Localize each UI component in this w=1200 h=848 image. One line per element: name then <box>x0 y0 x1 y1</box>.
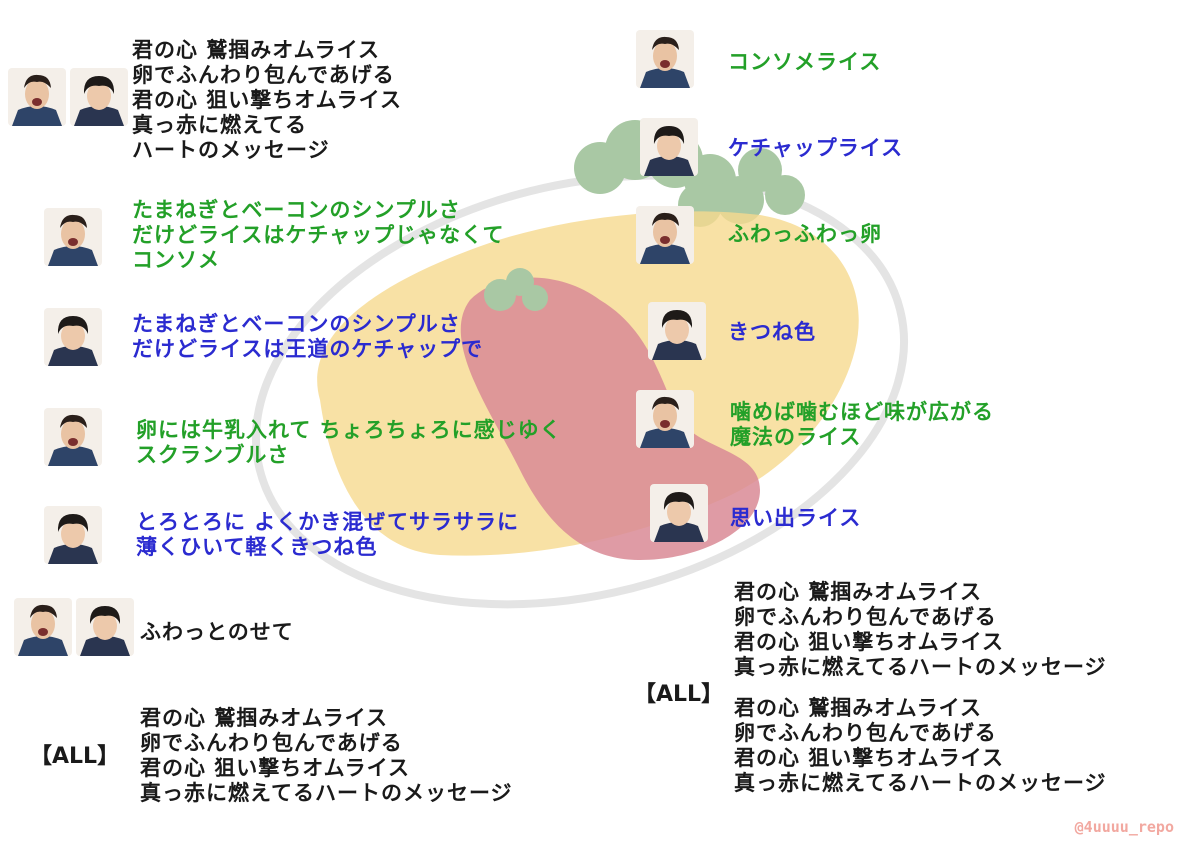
lyric-verse-4: 卵には牛乳入れて ちょろちょろに感じゆくスクランブルさ <box>136 418 562 467</box>
lyric-right-3: ふわっふわっ卵 <box>728 222 882 246</box>
lyric-chorus-right-1: 君の心 鷲掴みオムライス卵でふんわり包んであげる君の心 狙い撃ちオムライス真っ赤… <box>734 580 1107 679</box>
member-a-avatar <box>636 206 694 264</box>
lyric-verse-1: 君の心 鷲掴みオムライス卵でふんわり包んであげる君の心 狙い撃ちオムライス真っ赤… <box>132 38 402 162</box>
watermark: @4uuuu_repo <box>1074 818 1174 836</box>
member-b-avatar <box>650 484 708 542</box>
member-b-avatar <box>44 308 102 366</box>
lyric-right-6: 思い出ライス <box>730 506 862 530</box>
member-a-avatar <box>636 30 694 88</box>
member-a-avatar <box>14 598 72 656</box>
lyric-chorus-left: 君の心 鷲掴みオムライス卵でふんわり包んであげる君の心 狙い撃ちオムライス真っ赤… <box>140 706 513 805</box>
member-a-avatar <box>44 208 102 266</box>
lyric-right-2: ケチャップライス <box>728 136 904 160</box>
member-b-avatar <box>648 302 706 360</box>
plate-outline <box>251 171 909 609</box>
lyric-verse-6: ふわっとのせて <box>140 620 294 644</box>
lyric-verse-3: たまねぎとベーコンのシンプルさだけどライスは王道のケチャップで <box>132 312 484 361</box>
all-label-left: 【ALL】 <box>30 744 120 769</box>
lyric-right-5: 噛めば噛むほど味が広がる魔法のライス <box>730 400 994 449</box>
all-label-right: 【ALL】 <box>634 682 724 707</box>
ketchup-garnish <box>484 268 548 311</box>
member-b-avatar <box>640 118 698 176</box>
member-b-avatar <box>44 506 102 564</box>
lyric-right-4: きつね色 <box>728 320 816 344</box>
member-b-avatar <box>76 598 134 656</box>
member-b-avatar <box>70 68 128 126</box>
member-a-avatar <box>8 68 66 126</box>
lyric-verse-2: たまねぎとベーコンのシンプルさだけどライスはケチャップじゃなくてコンソメ <box>132 198 505 272</box>
lyric-chorus-right-2: 君の心 鷲掴みオムライス卵でふんわり包んであげる君の心 狙い撃ちオムライス真っ赤… <box>734 696 1107 795</box>
lyric-right-1: コンソメライス <box>728 50 882 74</box>
lyric-verse-5: とろとろに よくかき混ぜてサラサラに薄くひいて軽くきつね色 <box>136 510 519 559</box>
member-a-avatar <box>44 408 102 466</box>
member-a-avatar <box>636 390 694 448</box>
